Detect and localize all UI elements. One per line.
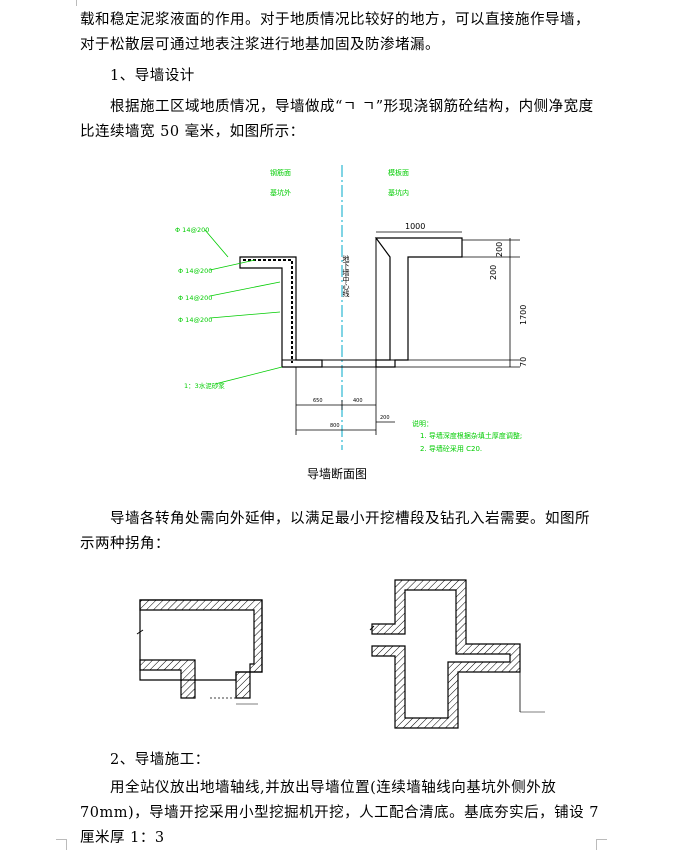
margin-mark-bottom-left [56,839,67,850]
mortar-bed [281,359,396,368]
margin-mark-top-left [66,0,77,6]
mortar-label: 1：3水泥砂浆 [184,381,225,390]
left-rebar [243,259,293,363]
rebar-label-2: Φ 14@200 [178,267,212,275]
dim-bottom-a: 650 [313,398,323,404]
rebar-label-4: Φ 14@200 [178,316,212,324]
dim-1700: 1700 [519,305,528,325]
figure-caption: 导墙断面图 [307,466,367,481]
cross-corner-drawing [369,579,545,729]
margin-mark-bottom-right [596,839,607,850]
notes-title: 说明： [412,419,433,428]
paragraph-1: 载和稳定泥浆液面的作用。对于地质情况比较好的地方，可以直接施作导墙，对于松散层可… [80,12,590,53]
corner-types-figure [136,579,545,729]
dim-200-a: 200 [495,242,504,257]
left-guide-wall [239,256,323,368]
dim-small: 200 [380,415,390,421]
guide-wall-section-figure: 钢筋面 基坑外 模板面 基坑内 地下墙中心线 Φ 14@200 Φ 14@200… [175,165,528,481]
paragraph-2: 根据施工区域地质情况，导墙做成“ㄱ ㄱ”形现浇钢筋砼结构，内侧净宽度比连续墙宽 … [80,99,594,140]
paragraph-3: 导墙各转角处需向外延伸，以满足最小开挖槽段及钻孔入岩需要。如图所示两种拐角： [80,511,590,552]
dim-bottom-b: 400 [353,398,363,404]
heading-guide-wall-construction: 2、导墙施工： [110,752,210,768]
right-label-1: 模板面 [388,168,409,177]
paragraph-4: 用全站仪放出地墙轴线,并放出导墙位置(连续墙轴线向基坑外侧外放 70mm)，导墙… [80,780,599,846]
t-corner-drawing [136,599,263,705]
center-line-label: 地下墙中心线 [342,254,350,297]
dim-200-b: 200 [489,265,498,280]
dim-bottom-total: 800 [330,423,340,429]
dim-70: 70 [519,357,528,367]
right-guide-wall [374,237,463,368]
right-label-2: 基坑内 [388,188,409,197]
note-1: 1. 导墙深度根据杂填土厚度调整; [420,431,522,440]
left-label-1: 钢筋面 [270,168,291,177]
note-2: 2. 导墙砼采用 C20. [420,444,482,453]
dim-top-1000: 1000 [405,222,425,231]
rebar-label-3: Φ 14@200 [178,294,212,302]
left-label-2: 基坑外 [270,188,291,197]
heading-guide-wall-design: 1、导墙设计 [110,68,195,84]
rebar-label-1: Φ 14@200 [175,226,209,234]
